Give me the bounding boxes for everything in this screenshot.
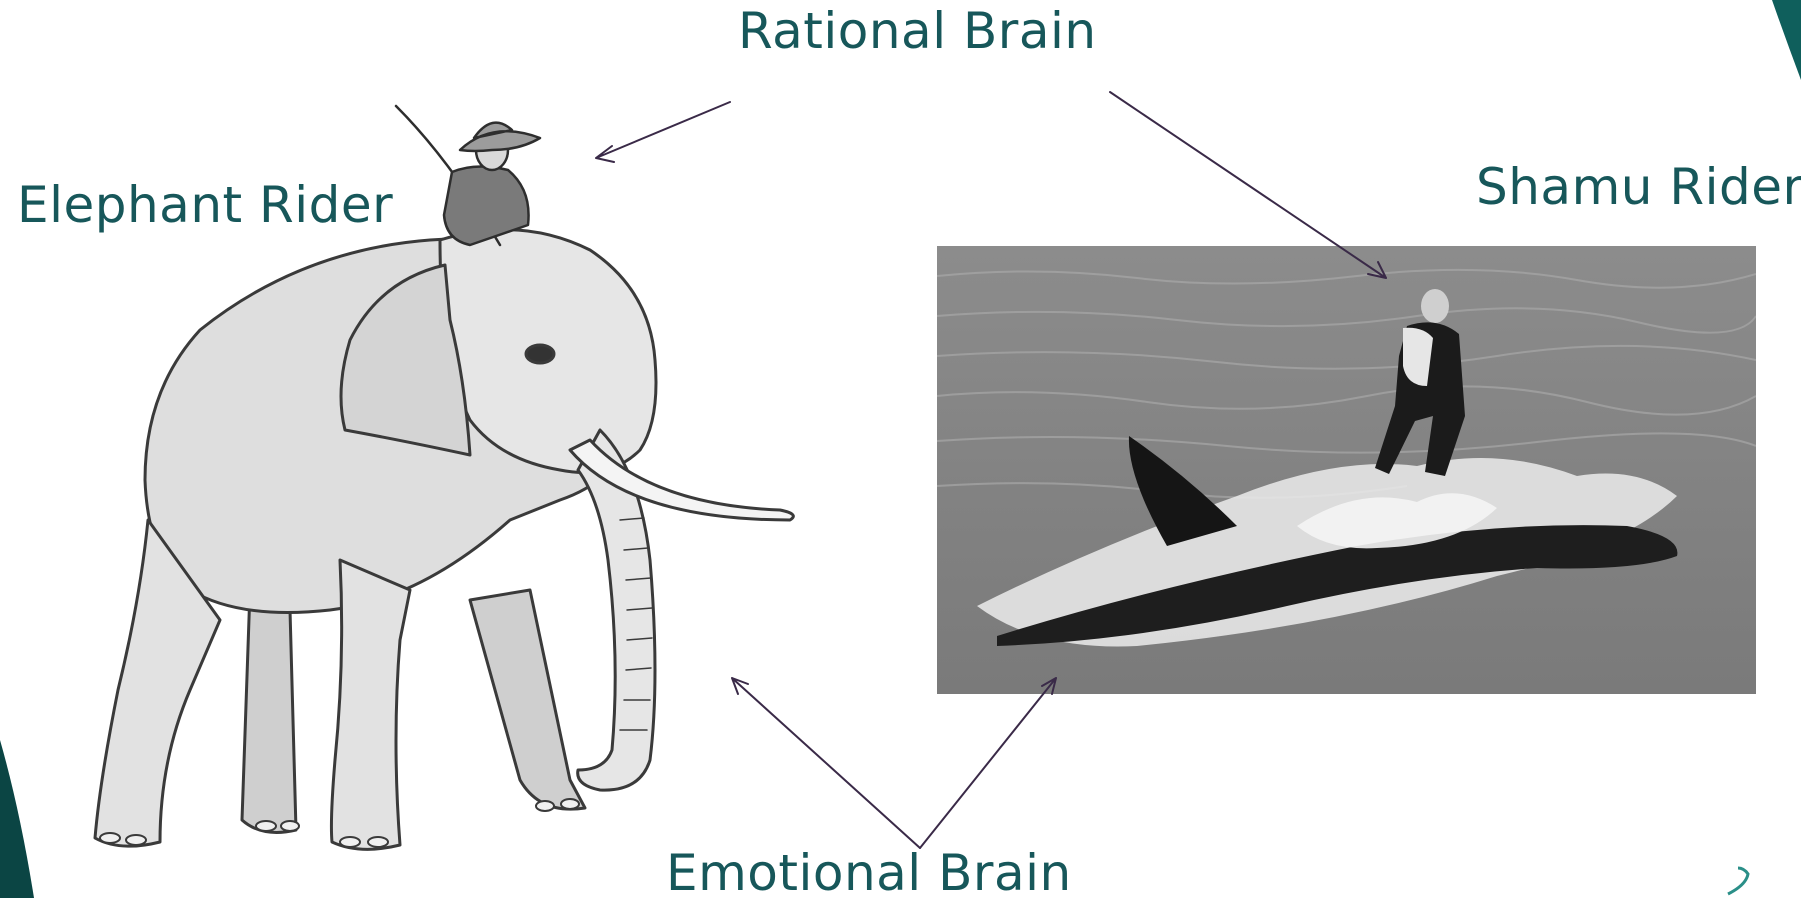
arrow-emotional-to-orca: [920, 678, 1056, 848]
rational-brain-label: Rational Brain: [738, 6, 1097, 56]
arrow-rational-to-elephant-rider: [596, 102, 730, 162]
arrow-rational-to-shamu-rider: [1110, 92, 1386, 278]
elephant-rider-label: Elephant Rider: [17, 180, 393, 230]
emotional-brain-label: Emotional Brain: [666, 848, 1072, 898]
arrow-emotional-to-elephant: [732, 678, 920, 848]
shamu-rider-label: Shamu Rider: [1476, 162, 1801, 212]
